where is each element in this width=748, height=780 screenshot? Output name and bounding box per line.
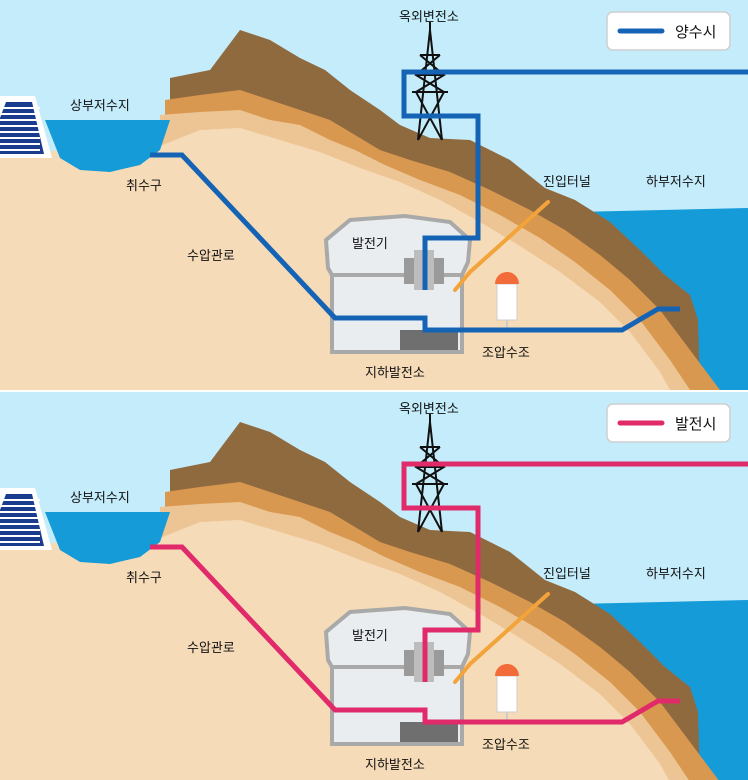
dam: [0, 96, 52, 158]
lower-reservoir-label: 하부저수지: [646, 175, 706, 190]
legend-box: [606, 403, 731, 443]
tower-lattice: [412, 421, 448, 533]
legend: 양수시: [606, 11, 731, 51]
upper-reservoir-water: [45, 120, 170, 172]
transformer-block: [400, 330, 458, 350]
legend: 발전시: [606, 403, 731, 443]
underground-powerhouse-label: 지하발전소: [365, 366, 425, 381]
access-tunnel-label: 진입터널: [543, 567, 591, 582]
lower-reservoir-label: 하부저수지: [646, 567, 706, 582]
generator-label: 발전기: [352, 237, 388, 252]
flow-line: [150, 69, 748, 333]
access-tunnel: [453, 592, 550, 684]
legend-box: [606, 11, 731, 51]
legend-label: 발전시: [675, 415, 716, 433]
transmission-tower-icon: [412, 22, 448, 141]
transmission-tower-icon: [412, 414, 448, 533]
surge-tank-label: 조압수조: [482, 346, 530, 361]
access-tunnel: [453, 200, 550, 292]
penstock-label: 수압관로: [187, 249, 235, 264]
access-tunnel-label: 진입터널: [543, 175, 591, 190]
flow-line: [150, 461, 748, 725]
upper-reservoir-label: 상부저수지: [70, 99, 130, 114]
outdoor-substation-label: 옥외변전소: [399, 402, 459, 417]
intake-label: 취수구: [126, 571, 162, 586]
surge-tank-cap: [495, 664, 519, 676]
surge-tank-cap: [495, 272, 519, 284]
upper-reservoir-label: 상부저수지: [70, 491, 130, 506]
surge-tank-body: [496, 283, 518, 321]
outdoor-substation-label: 옥외변전소: [399, 10, 459, 25]
penstock-label: 수압관로: [187, 641, 235, 656]
surge-tank: [495, 272, 519, 330]
upper-reservoir-water: [45, 512, 170, 564]
legend-label: 양수시: [675, 23, 716, 41]
surge-tank-body: [496, 675, 518, 713]
underground-powerhouse-label: 지하발전소: [365, 758, 425, 773]
surge-tank-label: 조압수조: [482, 738, 530, 753]
tower-lattice: [412, 29, 448, 141]
dam: [0, 488, 52, 550]
intake-label: 취수구: [126, 179, 162, 194]
transformer-block: [400, 722, 458, 742]
generator-label: 발전기: [352, 629, 388, 644]
